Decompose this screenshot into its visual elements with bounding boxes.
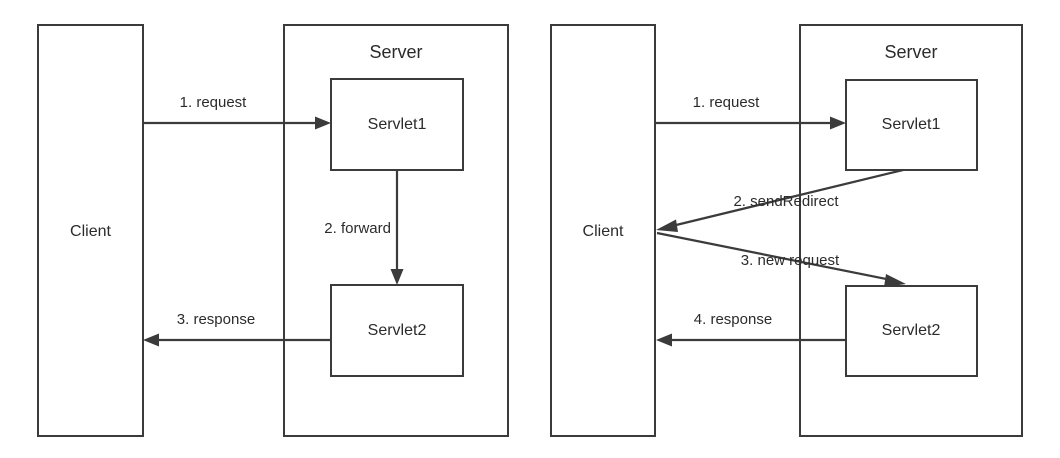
edge-label-request-left: 1. request: [180, 94, 248, 111]
edge-response-right: 4. response: [656, 311, 846, 347]
panel-sendredirect: Client Server Servlet1 Servlet2 1. reque…: [550, 24, 1023, 437]
edge-sendredirect-right: 2. sendRedirect: [656, 168, 904, 232]
client-label-left: Client: [70, 223, 111, 240]
edge-label-response-left: 3. response: [177, 311, 255, 328]
arrowhead-response-left: [143, 333, 159, 347]
client-label-right: Client: [583, 223, 624, 240]
servlet1-box-left: [330, 78, 464, 171]
edge-label-sendredirect-right: 2. sendRedirect: [733, 193, 839, 210]
server-label-right: Server: [884, 42, 937, 62]
servlet2-label-right: Servlet2: [882, 322, 941, 339]
edge-label-newrequest-right: 3. new request: [741, 252, 840, 269]
arrowhead-response-right: [656, 333, 672, 347]
servlet2-box-left: [330, 284, 464, 377]
edge-forward-left: 2. forward: [324, 170, 404, 285]
servlet1-label-right: Servlet1: [882, 116, 941, 133]
client-box-left: [37, 24, 144, 437]
arrowhead-sendredirect-right: [656, 219, 678, 232]
edge-label-response-right: 4. response: [694, 311, 772, 328]
servlet2-box-right: [845, 285, 978, 377]
servlet2-label-left: Servlet2: [368, 322, 427, 339]
arrowhead-request-left: [315, 116, 331, 130]
edge-request-right: 1. request: [656, 94, 846, 130]
arrowhead-request-right: [830, 116, 846, 130]
edge-newrequest-right: 3. new request: [656, 231, 906, 287]
edge-label-request-right: 1. request: [693, 94, 761, 111]
client-box-right: [550, 24, 656, 437]
servlet1-box-right: [845, 79, 978, 171]
servlet1-label-left: Servlet1: [368, 116, 427, 133]
server-label-left: Server: [369, 42, 422, 62]
edge-label-forward-left: 2. forward: [324, 220, 391, 237]
edge-response-left: 3. response: [143, 311, 331, 347]
panel-forward: Client Server Servlet1 Servlet2 1. reque…: [37, 24, 509, 437]
edge-request-left: 1. request: [143, 94, 331, 130]
arrowhead-forward-left: [390, 269, 404, 285]
arrowhead-newrequest-right: [884, 274, 906, 287]
